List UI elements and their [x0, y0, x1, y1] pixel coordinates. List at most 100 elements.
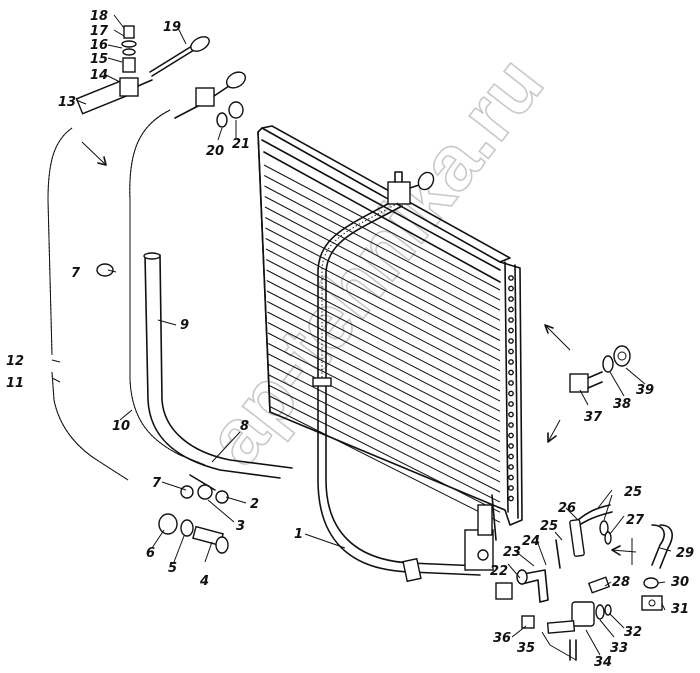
radiator-fin [265, 248, 501, 372]
rivet [508, 338, 514, 344]
clamp-group [158, 474, 229, 554]
rivet [508, 275, 514, 281]
hose-9 [143, 252, 293, 479]
callout-21: 21 [232, 137, 250, 152]
radiator-fin [268, 343, 501, 463]
callout-labels: 18 17 16 15 14 13 19 20 21 7 9 12 11 10 … [6, 9, 694, 670]
radiator-fin [267, 332, 501, 453]
callout-27: 27 [626, 513, 645, 528]
callout-19: 19 [163, 20, 181, 35]
radiator-fin [266, 259, 501, 382]
callout-30: 30 [671, 575, 689, 590]
rivet [508, 401, 514, 407]
leader-lines [51, 14, 672, 661]
radiator-fin [265, 217, 501, 341]
rivet [508, 443, 514, 449]
radiator-fin [268, 364, 501, 483]
callout-15: 15 [90, 52, 108, 67]
radiator-fin [268, 353, 501, 473]
callout-20: 20 [206, 144, 224, 159]
radiator-fin [269, 385, 501, 503]
radiator-fin [264, 206, 501, 331]
radiator-fin [266, 269, 501, 392]
radiator-fin [264, 175, 501, 301]
callout-9: 9 [180, 318, 189, 333]
callout-26: 26 [558, 501, 576, 516]
callout-4: 4 [199, 574, 209, 589]
radiator-fin [267, 322, 501, 442]
hose-12 [47, 127, 73, 356]
radiator-core [257, 125, 523, 526]
callout-7-top: 7 [71, 266, 81, 281]
rivet [508, 453, 514, 460]
radiator-fin [266, 280, 501, 402]
callout-2: 2 [250, 497, 259, 512]
rivet [508, 369, 514, 376]
callout-38: 38 [613, 397, 631, 412]
rivet [508, 348, 514, 355]
hose-corrugation [129, 109, 206, 466]
right-fittings [555, 504, 673, 611]
rivet [508, 432, 514, 439]
radiator-fin [264, 196, 501, 321]
callout-35: 35 [517, 641, 535, 656]
radiator-fin [269, 395, 501, 513]
callout-37: 37 [584, 410, 603, 425]
callout-14: 14 [90, 68, 108, 83]
hose-10 [129, 109, 206, 466]
radiator-bottom-mount [464, 494, 497, 571]
washer-20 [216, 112, 228, 128]
callout-11: 11 [6, 376, 24, 391]
callout-17: 17 [90, 24, 109, 39]
callout-12: 12 [6, 354, 24, 369]
callout-23: 23 [503, 545, 521, 560]
radiator-fin [265, 227, 501, 352]
rivet [508, 317, 514, 323]
callout-39: 39 [636, 383, 654, 398]
radiator-fin [267, 301, 501, 422]
radiator-fin [266, 290, 501, 412]
callout-31: 31 [671, 602, 689, 617]
radiator-fin [265, 238, 501, 362]
rivet [508, 485, 514, 491]
callout-7-bottom: 7 [152, 476, 162, 491]
callout-8: 8 [240, 419, 249, 434]
drain-cock-assembly [75, 25, 153, 115]
callout-36: 36 [493, 631, 511, 646]
rivet [508, 327, 514, 334]
radiator-fin [267, 311, 501, 432]
radiator-fin [269, 406, 501, 523]
callout-5: 5 [168, 561, 177, 576]
nut-21 [228, 101, 244, 119]
rivet [508, 390, 514, 397]
callout-3: 3 [236, 519, 245, 534]
nut-7 [96, 263, 114, 277]
bolt-37-assembly [569, 345, 631, 393]
rivet [508, 474, 514, 481]
callout-28: 28 [612, 575, 630, 590]
rivet [508, 296, 514, 302]
radiator-fin [263, 164, 501, 291]
callout-33: 33 [610, 641, 628, 656]
callout-25-left: 25 [540, 519, 558, 534]
rivet [508, 464, 514, 470]
rivet [508, 411, 514, 418]
callout-10: 10 [112, 419, 130, 434]
callout-22: 22 [490, 564, 508, 579]
rivet [508, 495, 514, 502]
callout-34: 34 [594, 655, 612, 670]
bracket-24 [495, 569, 549, 603]
callout-32: 32 [624, 625, 642, 640]
radiator-top-valve [387, 171, 435, 205]
callout-25-right: 25 [624, 485, 642, 500]
callout-1: 1 [294, 527, 303, 542]
rivet [508, 359, 514, 365]
callout-18: 18 [90, 9, 108, 24]
tap-upper [174, 71, 247, 119]
rivet [508, 285, 514, 292]
inlet-tube-1 [312, 199, 481, 583]
callout-24: 24 [522, 534, 540, 549]
rivet [508, 422, 514, 428]
tap-19 [149, 36, 210, 77]
